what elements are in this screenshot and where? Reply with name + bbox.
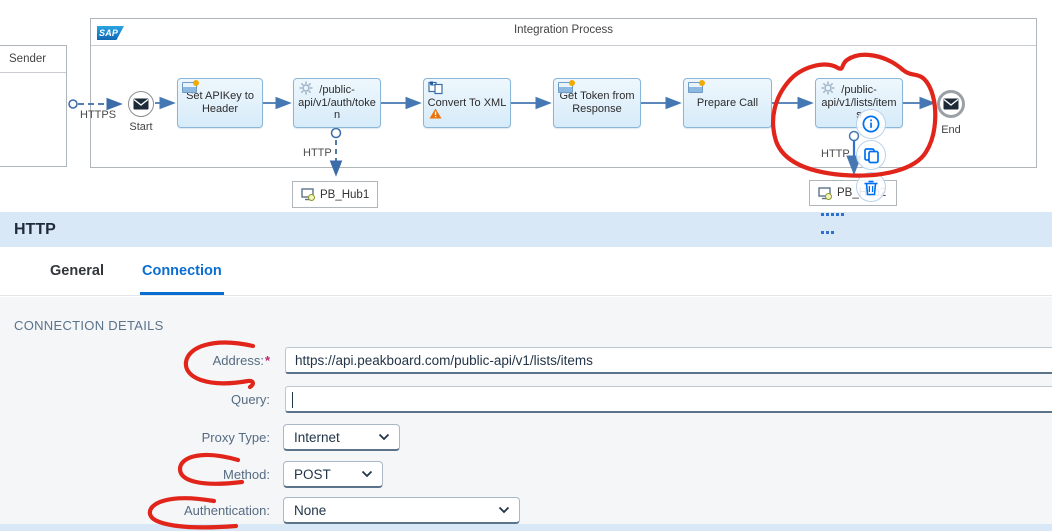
sender-label: Sender bbox=[0, 46, 66, 73]
step-get-token-from-response[interactable]: Get Token from Response bbox=[553, 78, 641, 128]
info-button[interactable] bbox=[856, 109, 886, 139]
proxy-type-label: Proxy Type: bbox=[201, 430, 270, 445]
authentication-select[interactable]: None bbox=[283, 497, 520, 524]
delete-button[interactable] bbox=[856, 172, 886, 202]
query-label: Query: bbox=[230, 392, 270, 407]
copy-icon bbox=[863, 147, 879, 163]
receiver-label: PB_Hub1 bbox=[320, 188, 370, 201]
method-label: Method: bbox=[223, 467, 270, 482]
adapter-title: HTTP bbox=[14, 220, 56, 238]
sender-participant[interactable]: Sender bbox=[0, 45, 67, 167]
drag-handle-dots[interactable] bbox=[820, 205, 846, 234]
copy-button[interactable] bbox=[856, 140, 886, 170]
envelope-icon bbox=[133, 98, 149, 110]
method-value: POST bbox=[294, 466, 331, 482]
gear-icon bbox=[299, 81, 313, 99]
message-icon bbox=[182, 80, 199, 93]
adapter-header: HTTP bbox=[0, 212, 1052, 247]
chevron-down-icon bbox=[378, 433, 390, 441]
footer-band bbox=[0, 524, 1052, 531]
convert-document-icon bbox=[428, 81, 444, 99]
step-label: /public-api/v1/auth/token bbox=[298, 83, 376, 122]
start-label: Start bbox=[129, 121, 153, 133]
trash-icon bbox=[864, 180, 878, 195]
http-edge-label-right: HTTP bbox=[821, 148, 850, 160]
step-prepare-call[interactable]: Prepare Call bbox=[683, 78, 772, 128]
proxy-type-select[interactable]: Internet bbox=[283, 424, 400, 451]
query-input[interactable] bbox=[285, 386, 1052, 413]
integration-flow-canvas: Sender SAP Integration Process bbox=[0, 0, 1052, 234]
address-input[interactable] bbox=[285, 347, 1052, 374]
connection-form: CONNECTION DETAILS Address:* Query: Prox… bbox=[0, 297, 1052, 524]
http-edge-label-left: HTTP bbox=[303, 147, 332, 159]
step-set-apikey-to-header[interactable]: Set APIKey to Header bbox=[177, 78, 263, 128]
authentication-row: Authentication: None bbox=[0, 497, 1052, 524]
proxy-type-value: Internet bbox=[294, 429, 340, 445]
system-icon bbox=[301, 188, 315, 201]
info-icon bbox=[862, 115, 880, 133]
tab-bar: General Connection bbox=[0, 247, 1052, 296]
end-event[interactable] bbox=[937, 90, 965, 118]
step-label: Convert To XML bbox=[427, 96, 507, 109]
gear-icon bbox=[821, 81, 835, 99]
authentication-value: None bbox=[294, 502, 327, 518]
section-title: CONNECTION DETAILS bbox=[14, 318, 164, 333]
message-icon bbox=[558, 80, 575, 93]
step-label: Get Token from Response bbox=[559, 90, 635, 115]
start-event[interactable] bbox=[128, 91, 154, 117]
query-row: Query: bbox=[0, 386, 1052, 413]
step-label: Set APIKey to Header bbox=[186, 90, 254, 115]
address-row: Address:* bbox=[0, 347, 1052, 374]
receiver-pb-hub1[interactable]: PB_Hub1 bbox=[292, 181, 378, 208]
address-label: Address:* bbox=[212, 353, 270, 368]
proxy-type-row: Proxy Type: Internet bbox=[0, 424, 1052, 451]
sap-logo: SAP bbox=[97, 26, 124, 40]
chevron-down-icon bbox=[498, 506, 510, 514]
required-asterisk: * bbox=[264, 353, 270, 368]
authentication-label: Authentication: bbox=[183, 503, 270, 518]
step-auth-token-request[interactable]: /public-api/v1/auth/token bbox=[293, 78, 381, 128]
envelope-icon bbox=[943, 98, 959, 110]
https-edge-label: HTTPS bbox=[80, 109, 117, 121]
method-select[interactable]: POST bbox=[283, 461, 383, 488]
chevron-down-icon bbox=[361, 470, 373, 478]
end-label: End bbox=[941, 124, 961, 136]
message-icon bbox=[688, 80, 705, 93]
pool-title: Integration Process bbox=[513, 24, 614, 36]
step-convert-to-xml[interactable]: Convert To XML bbox=[423, 78, 511, 128]
method-row: Method: POST bbox=[0, 461, 1052, 488]
pool-header: SAP Integration Process bbox=[91, 19, 1036, 46]
tab-connection[interactable]: Connection bbox=[140, 263, 224, 295]
text-cursor bbox=[292, 392, 293, 408]
system-icon bbox=[818, 186, 832, 200]
step-label: Prepare Call bbox=[696, 96, 759, 109]
tab-general[interactable]: General bbox=[50, 263, 104, 279]
warning-icon bbox=[429, 108, 442, 123]
